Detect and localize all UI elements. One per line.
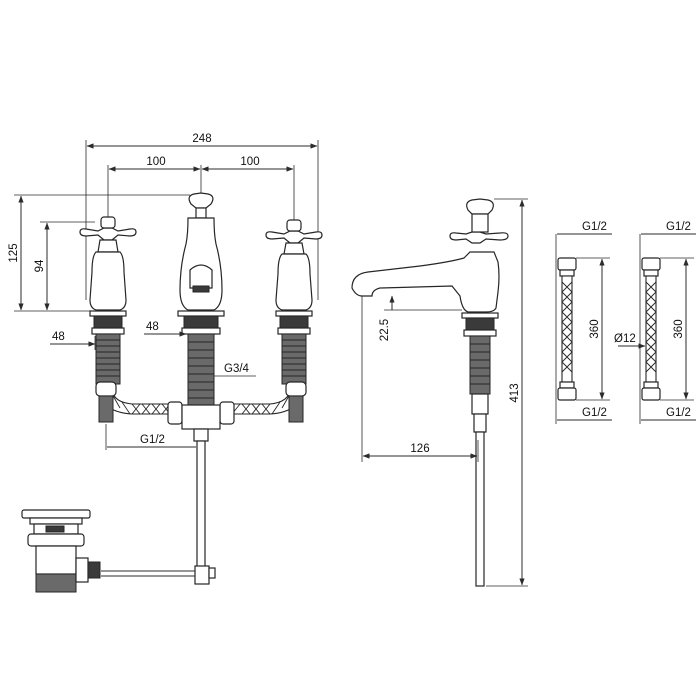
dim-inlet-thread: G3/4 <box>214 363 256 377</box>
center-spout <box>177 192 225 407</box>
dim-248-label: 248 <box>192 133 211 145</box>
hose2-diameter-label: Ø12 <box>614 333 636 345</box>
spout-height-label: 22.5 <box>379 319 391 341</box>
thread-center-label: 48 <box>146 321 159 333</box>
dim-heights: 125 94 <box>8 194 190 312</box>
thread-left-label: 48 <box>52 331 65 343</box>
side-view: 22.5 126 413 <box>351 198 528 587</box>
pop-up-rod <box>101 440 216 585</box>
hose2-length-label: 360 <box>673 319 685 338</box>
hose1-bottom-label: G1/2 <box>582 407 607 419</box>
dim-100-right-label: 100 <box>240 156 259 168</box>
click-clack-waste <box>21 509 101 593</box>
front-view: 248 100 100 125 94 <box>8 133 323 593</box>
hose2-bottom-label: G1/2 <box>666 407 691 419</box>
flexible-hose-1: G1/2 360 G1/2 <box>555 221 612 424</box>
overall-height-label: 413 <box>509 383 521 402</box>
flexible-hose-2: G1/2 360 Ø12 G1/2 <box>614 221 696 424</box>
dim-spout-height: 22.5 <box>379 295 462 341</box>
dim-94-label: 94 <box>34 259 46 272</box>
dim-overall-height: 413 <box>486 198 528 587</box>
dim-thread-lengths: 48 48 <box>50 321 187 350</box>
outlet-thread-label: G1/2 <box>140 434 165 446</box>
connector-hoses <box>95 381 307 442</box>
dim-overall-width: 248 <box>85 133 319 300</box>
dim-125-label: 125 <box>8 243 20 262</box>
dim-100-left-label: 100 <box>146 156 165 168</box>
hose1-top-label: G1/2 <box>582 221 607 233</box>
left-cross-handle-tap <box>79 216 137 385</box>
inlet-thread-label: G3/4 <box>224 363 250 375</box>
dim-outlet-thread: G1/2 <box>105 424 196 450</box>
hose1-length-label: 360 <box>589 319 601 338</box>
right-cross-handle-tap <box>265 219 323 385</box>
dim-spout-reach: 126 <box>361 296 479 462</box>
spout-reach-label: 126 <box>410 443 429 455</box>
hose2-top-label: G1/2 <box>666 221 691 233</box>
